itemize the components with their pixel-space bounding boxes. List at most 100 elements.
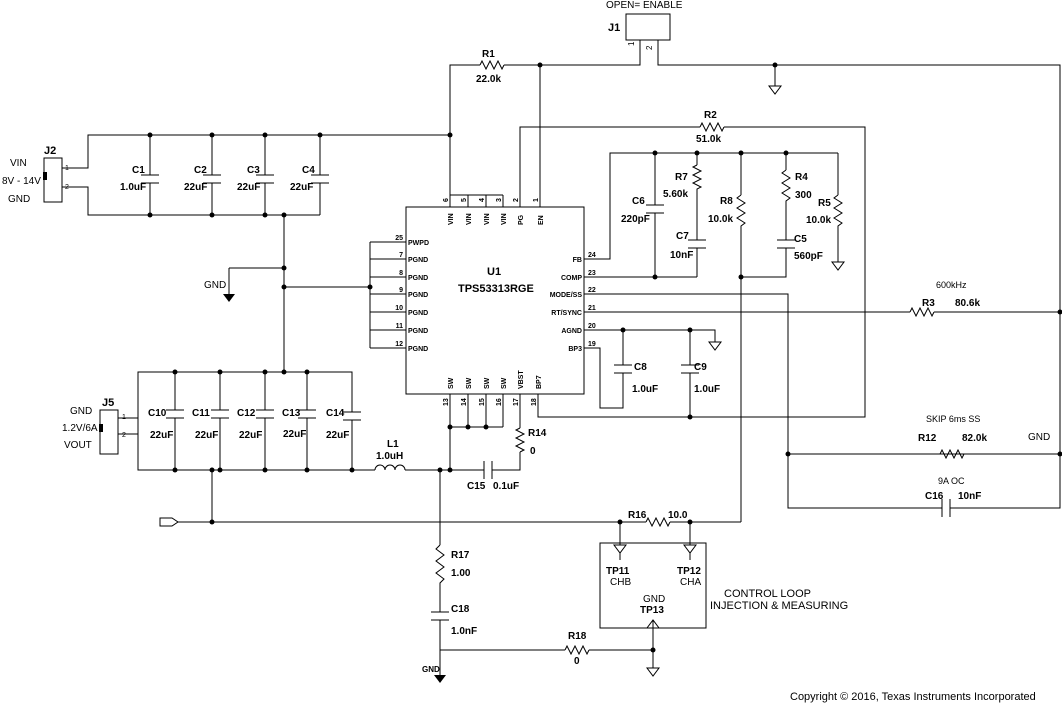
- c11-value: 22uF: [195, 430, 218, 441]
- j2-pin2: 2: [65, 184, 69, 191]
- c14-symbol: [343, 411, 361, 421]
- u1-pin-number: 25: [395, 235, 403, 242]
- u1-pin-name: SW: [466, 377, 473, 389]
- r12-net: GND: [1028, 432, 1050, 443]
- copyright-text: Copyright © 2016, Texas Instruments Inco…: [790, 691, 1036, 703]
- c14-value: 22uF: [326, 430, 349, 441]
- c5-symbol: [777, 239, 795, 249]
- c6-symbol: [646, 204, 664, 214]
- u1-pin-number: 17: [513, 398, 520, 406]
- r12-symbol: [939, 448, 965, 460]
- c4-value: 22uF: [290, 182, 313, 193]
- u1-pins: 6VIN5VIN4VIN3VIN2PG1ENSW13SW14SW15SW16VB…: [395, 198, 596, 406]
- gnd-r5-symbol: [831, 261, 845, 271]
- r17-ref: R17: [451, 550, 470, 561]
- u1-pin-number: 15: [479, 398, 486, 406]
- j1-ref: J1: [608, 22, 620, 34]
- u1-pin-number: 3: [496, 198, 503, 202]
- r5-symbol: [833, 194, 843, 230]
- j5-jumper: J5 1 2 GND 1.2V/6A VOUT: [62, 397, 130, 455]
- c11-symbol: [211, 409, 229, 419]
- u1-pin-name: VIN: [501, 213, 508, 225]
- tp13-symbol: [646, 619, 660, 629]
- r2-ref: R2: [704, 110, 717, 121]
- u1-pin-name: COMP: [561, 275, 582, 282]
- c7-symbol: [688, 239, 706, 249]
- j1-pin1: 1: [627, 41, 636, 46]
- r16-symbol: [645, 516, 671, 528]
- r12-value: 82.0k: [962, 433, 987, 444]
- c5-value: 560pF: [794, 251, 823, 262]
- j2-jumper: J2 1 2 VIN 8V - 14V GND: [2, 145, 70, 205]
- r2-symbol: [699, 121, 725, 133]
- c7-ref: C7: [676, 231, 689, 242]
- u1-pin-number: 5: [461, 198, 468, 202]
- r1-ref: R1: [482, 49, 495, 60]
- c8-symbol: [614, 364, 632, 374]
- u1-pin-name: PGND: [408, 257, 428, 264]
- c8-value: 1.0uF: [632, 384, 658, 395]
- u1-ic: U1 TPS53313RGE: [405, 206, 585, 395]
- u1-pin-number: 18: [531, 398, 538, 406]
- c18-value: 1.0nF: [451, 626, 477, 637]
- u1-pin-number: 22: [588, 287, 596, 294]
- c18-symbol: [431, 611, 449, 621]
- tp12-label: CHA: [680, 577, 701, 588]
- tp11-label: CHB: [610, 577, 631, 588]
- u1-pin-name: SW: [448, 377, 455, 389]
- u1-pin-number: 16: [496, 398, 503, 406]
- gnd-left-symbol: [223, 294, 235, 302]
- u1-pin-number: 8: [399, 270, 403, 277]
- j5-gnd: GND: [70, 406, 92, 417]
- u1-pin-number: 9: [399, 287, 403, 294]
- c12-ref: C12: [237, 408, 256, 419]
- c1-ref: C1: [132, 165, 145, 176]
- c9-symbol: [681, 364, 699, 374]
- c12-value: 22uF: [239, 430, 262, 441]
- control-loop-title-2: INJECTION & MEASURING: [710, 600, 848, 612]
- c11-ref: C11: [192, 408, 210, 419]
- u1-pin-name: AGND: [561, 328, 582, 335]
- capacitor-symbols: [141, 174, 951, 621]
- u1-pin-name: PGND: [408, 292, 428, 299]
- r5-value: 10.0k: [806, 215, 831, 226]
- r3-ref: R3: [922, 298, 935, 309]
- u1-pin-name: BP7: [536, 375, 543, 389]
- r16-value: 10.0: [668, 510, 688, 521]
- c14-ref: C14: [326, 408, 345, 419]
- u1-pin-number: 13: [443, 398, 450, 406]
- r4-value: 300: [795, 190, 812, 201]
- u1-pin-name: FB: [573, 257, 582, 264]
- c4-ref: C4: [302, 165, 315, 176]
- c6-ref: C6: [632, 196, 645, 207]
- u1-pin-number: 20: [588, 323, 596, 330]
- c13-value: 22uF: [283, 429, 306, 440]
- c9-ref: C9: [694, 362, 707, 373]
- u1-part: TPS53313RGE: [458, 283, 534, 295]
- tp13-label: GND: [643, 594, 665, 605]
- c2-symbol: [203, 174, 221, 184]
- u1-pin-name: VIN: [484, 213, 491, 225]
- control-loop-box: TP11 CHB TP12 CHA GND TP13: [599, 542, 707, 629]
- r4-ref: R4: [795, 172, 808, 183]
- j1-jumper: J1 OPEN= ENABLE 1 2: [606, 0, 683, 50]
- j2-pin1: 1: [65, 165, 69, 172]
- j5-vout: VOUT: [64, 440, 92, 451]
- j5-pin2: 2: [122, 432, 126, 439]
- tp13-ref: TP13: [640, 605, 664, 616]
- r3-value: 80.6k: [955, 298, 980, 309]
- ground-symbols: [223, 85, 845, 683]
- j1-pin2: 2: [645, 45, 654, 50]
- c6-value: 220pF: [621, 214, 650, 225]
- r5-ref: R5: [818, 198, 831, 209]
- c7-value: 10nF: [670, 250, 693, 261]
- r14-ref: R14: [528, 428, 547, 439]
- u1-pin-name: BP3: [568, 346, 582, 353]
- r3-note: 600kHz: [936, 280, 967, 290]
- r18-symbol: [564, 644, 590, 656]
- gnd-bottom-label: GND: [422, 665, 440, 674]
- r7-value: 5.60k: [663, 189, 688, 200]
- r12-note: SKIP 6ms SS: [926, 414, 980, 424]
- j5-pin1: 1: [122, 414, 126, 421]
- gnd-tp13-symbol: [646, 667, 660, 677]
